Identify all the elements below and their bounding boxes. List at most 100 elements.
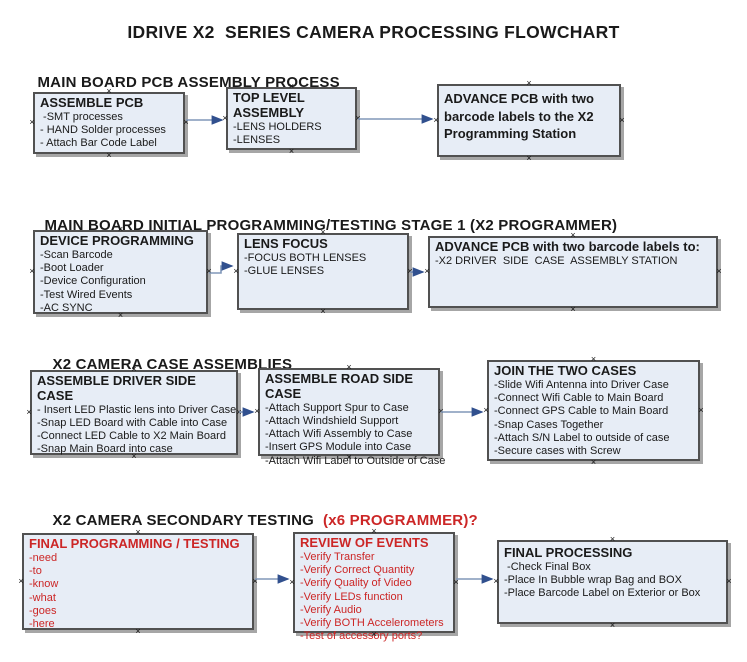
box-item: -Verify LEDs function [300,590,403,603]
connection-point-icon [696,405,706,415]
box-item: -what [29,591,56,604]
box-item: -Attach Wifi Assembly to Case [265,428,413,441]
section-heading-text: X2 CAMERA SECONDARY TESTING [52,512,315,529]
box-item: -Verify BOTH Accelerometers [300,616,444,629]
box-item: -Secure cases with Screw [494,444,621,457]
box-item: -Connect Wifi Cable to Main Board [494,392,664,405]
flow-box-review-of-events: REVIEW OF EVENTS -Verify Transfer -Verif… [293,532,455,642]
section-heading-secondary-testing: X2 CAMERA SECONDARY TESTING (x6 PROGRAMME… [35,495,478,546]
connection-point-icon [568,304,578,314]
connection-point-icon [422,266,432,276]
connection-point-icon [231,266,241,276]
connection-point-icon [436,406,446,416]
box-item: -goes [29,604,57,617]
connection-point-icon [252,406,262,416]
flow-box-advance-pcb-driver-side: ADVANCE PCB with two barcode labels to: … [428,236,718,308]
box-item: -Connect GPS Cable to Main Board [494,405,669,418]
box-item: -Attach Wifi Label to Outside of Case [265,454,446,467]
flow-box-device-programming: DEVICE PROGRAMMING -Scan Barcode -Boot L… [33,230,208,314]
box-item: -Attach Windshield Support [265,415,399,428]
box-title: JOIN THE TWO CASES [494,363,637,378]
page-title: IDRIVE X2 SERIES CAMERA PROCESSING FLOWC… [127,22,620,42]
connection-point-icon [714,266,724,276]
connection-point-icon [24,407,34,417]
connection-point-icon [405,266,415,276]
connection-point-icon [287,577,297,587]
box-item: -Verify Correct Quantity [300,564,415,577]
connection-point-icon [481,405,491,415]
connection-point-icon [16,576,26,586]
box-title: TOP LEVEL ASSEMBLY [233,90,305,120]
box-item: -Test Wired Events [40,288,133,301]
section-heading-red-text: (x6 PROGRAMMER)? [323,512,478,529]
box-item: -X2 DRIVER SIDE CASE ASSEMBLY STATION [435,254,678,267]
flow-box-assemble-road-side-case: ASSEMBLE ROAD SIDE CASE -Attach Support … [258,368,445,467]
section-heading-initial-programming: MAIN BOARD INITIAL PROGRAMMING/TESTING S… [27,200,617,251]
box-item: -Device Configuration [40,275,146,288]
box-item: -SMT processes [40,110,123,123]
connection-point-icon [220,113,230,123]
connection-point-icon [181,117,191,127]
box-item: -AC SYNC [40,301,93,314]
box-item: -need [29,551,58,564]
box-title: FINAL PROGRAMMING / TESTING [29,536,240,551]
connection-point-icon [104,150,114,160]
flow-box-join-the-two-cases: JOIN THE TWO CASES -Slide Wifi Antenna i… [487,360,700,461]
connection-point-icon [250,576,260,586]
box-item: - Attach Bar Code Label [40,137,157,150]
connection-point-icon [451,577,461,587]
connection-point-icon [353,113,363,123]
box-title: REVIEW OF EVENTS [300,535,429,550]
box-title: ADVANCE PCB with two barcode labels to: [435,239,700,254]
box-title: LENS FOCUS [244,236,328,251]
box-title: ASSEMBLE ROAD SIDE CASE [265,371,414,401]
connection-point-icon [27,117,37,127]
connection-point-icon [287,146,297,156]
box-item: -Snap Main Board into case [37,443,173,456]
flow-box-top-level-assembly: TOP LEVEL ASSEMBLY -LENS HOLDERS -LENSES [226,87,357,150]
box-item: -LENS HOLDERS [233,120,322,133]
connection-point-icon [724,576,734,586]
section-heading-text: MAIN BOARD PCB ASSEMBLY PROCESS [37,74,340,91]
section-heading-text: MAIN BOARD INITIAL PROGRAMMING/TESTING S… [44,217,618,234]
flow-box-final-processing: FINAL PROCESSING -Check Final Box -Place… [497,540,728,624]
box-item: -Test of accessory ports? [300,630,423,643]
box-item: -Check Final Box [504,560,591,573]
box-item: -Scan Barcode [40,248,113,261]
connection-point-icon [204,266,214,276]
box-item: -Place Barcode Label on Exterior or Box [504,587,701,600]
box-item: -FOCUS BOTH LENSES [244,251,367,264]
flow-box-lens-focus: LENS FOCUS -FOCUS BOTH LENSES -GLUE LENS… [237,233,409,310]
box-item: -to [29,565,42,578]
flow-box-final-programming-testing: FINAL PROGRAMMING / TESTING -need -to -k… [22,533,254,630]
box-title: ADVANCE PCB with two barcode labels to t… [444,91,594,142]
box-title: DEVICE PROGRAMMING [40,233,194,248]
box-item: -Verify Transfer [300,550,375,563]
box-title: FINAL PROCESSING [504,545,633,560]
box-item: -Place In Bubble wrap Bag and BOX [504,574,682,587]
connection-point-icon [524,78,534,88]
box-title: ASSEMBLE PCB [40,95,144,110]
box-item: -Slide Wifi Antenna into Driver Case [494,378,669,391]
flow-box-advance-pcb-programming-station: ADVANCE PCB with two barcode labels to t… [437,84,621,157]
connection-point-icon [608,534,618,544]
box-item: -Snap LED Board with Cable into Case [37,417,228,430]
connection-point-icon [524,153,534,163]
box-item: -here [29,617,55,630]
connection-point-icon [491,576,501,586]
box-item: -Connect LED Cable to X2 Main Board [37,430,226,443]
box-item: -know [29,578,59,591]
box-item: -Insert GPS Module into Case [265,441,412,454]
connection-point-icon [608,620,618,630]
box-title: ASSEMBLE DRIVER SIDE CASE [37,373,196,403]
box-item: - Insert LED Plastic lens into Driver Ca… [37,403,237,416]
box-item: -LENSES [233,134,281,147]
box-item: -Attach S/N Label to outside of case [494,431,670,444]
box-item: - HAND Solder processes [40,124,166,137]
box-item: -Snap Cases Together [494,418,604,431]
connection-point-icon [318,306,328,316]
box-item: -Boot Loader [40,262,104,275]
flow-box-assemble-pcb: ASSEMBLE PCB -SMT processes - HAND Solde… [33,92,185,154]
arrow-device-to-lensfocus [209,261,234,274]
